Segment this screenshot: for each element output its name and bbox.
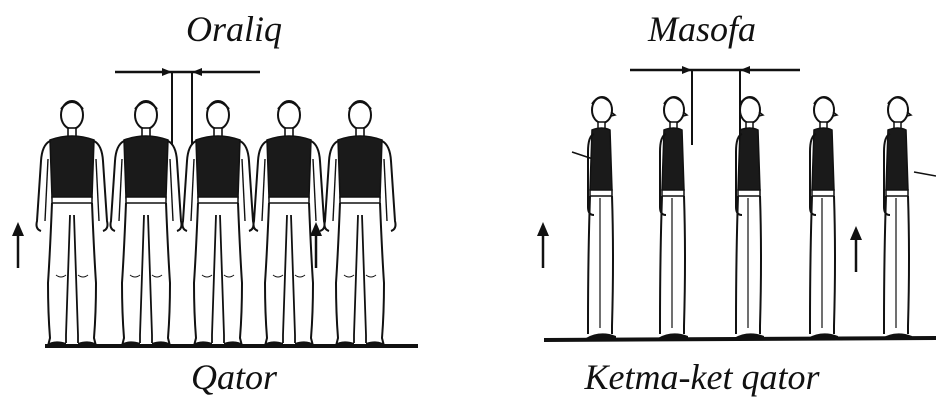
standing-figure [658,97,688,338]
standing-figure [882,97,912,338]
direction-arrow-icon [850,226,862,272]
standing-figure [734,97,764,338]
direction-arrow-icon [12,222,24,268]
rank-caption: Qator [0,356,468,398]
standing-figure [111,101,182,346]
file-panel: Masofa [468,0,936,401]
file-formation-illustration [468,0,936,401]
standing-figure [183,101,254,346]
rank-panel: Oraliq [0,0,468,401]
direction-arrow-icon [537,222,549,268]
rank-formation-illustration [0,0,468,401]
standing-figure [808,97,838,338]
file-caption: Ketma-ket qator [468,356,936,398]
standing-figure [325,101,396,346]
standing-figure [37,101,108,346]
standing-figure [586,97,616,338]
standing-figure [254,101,325,346]
